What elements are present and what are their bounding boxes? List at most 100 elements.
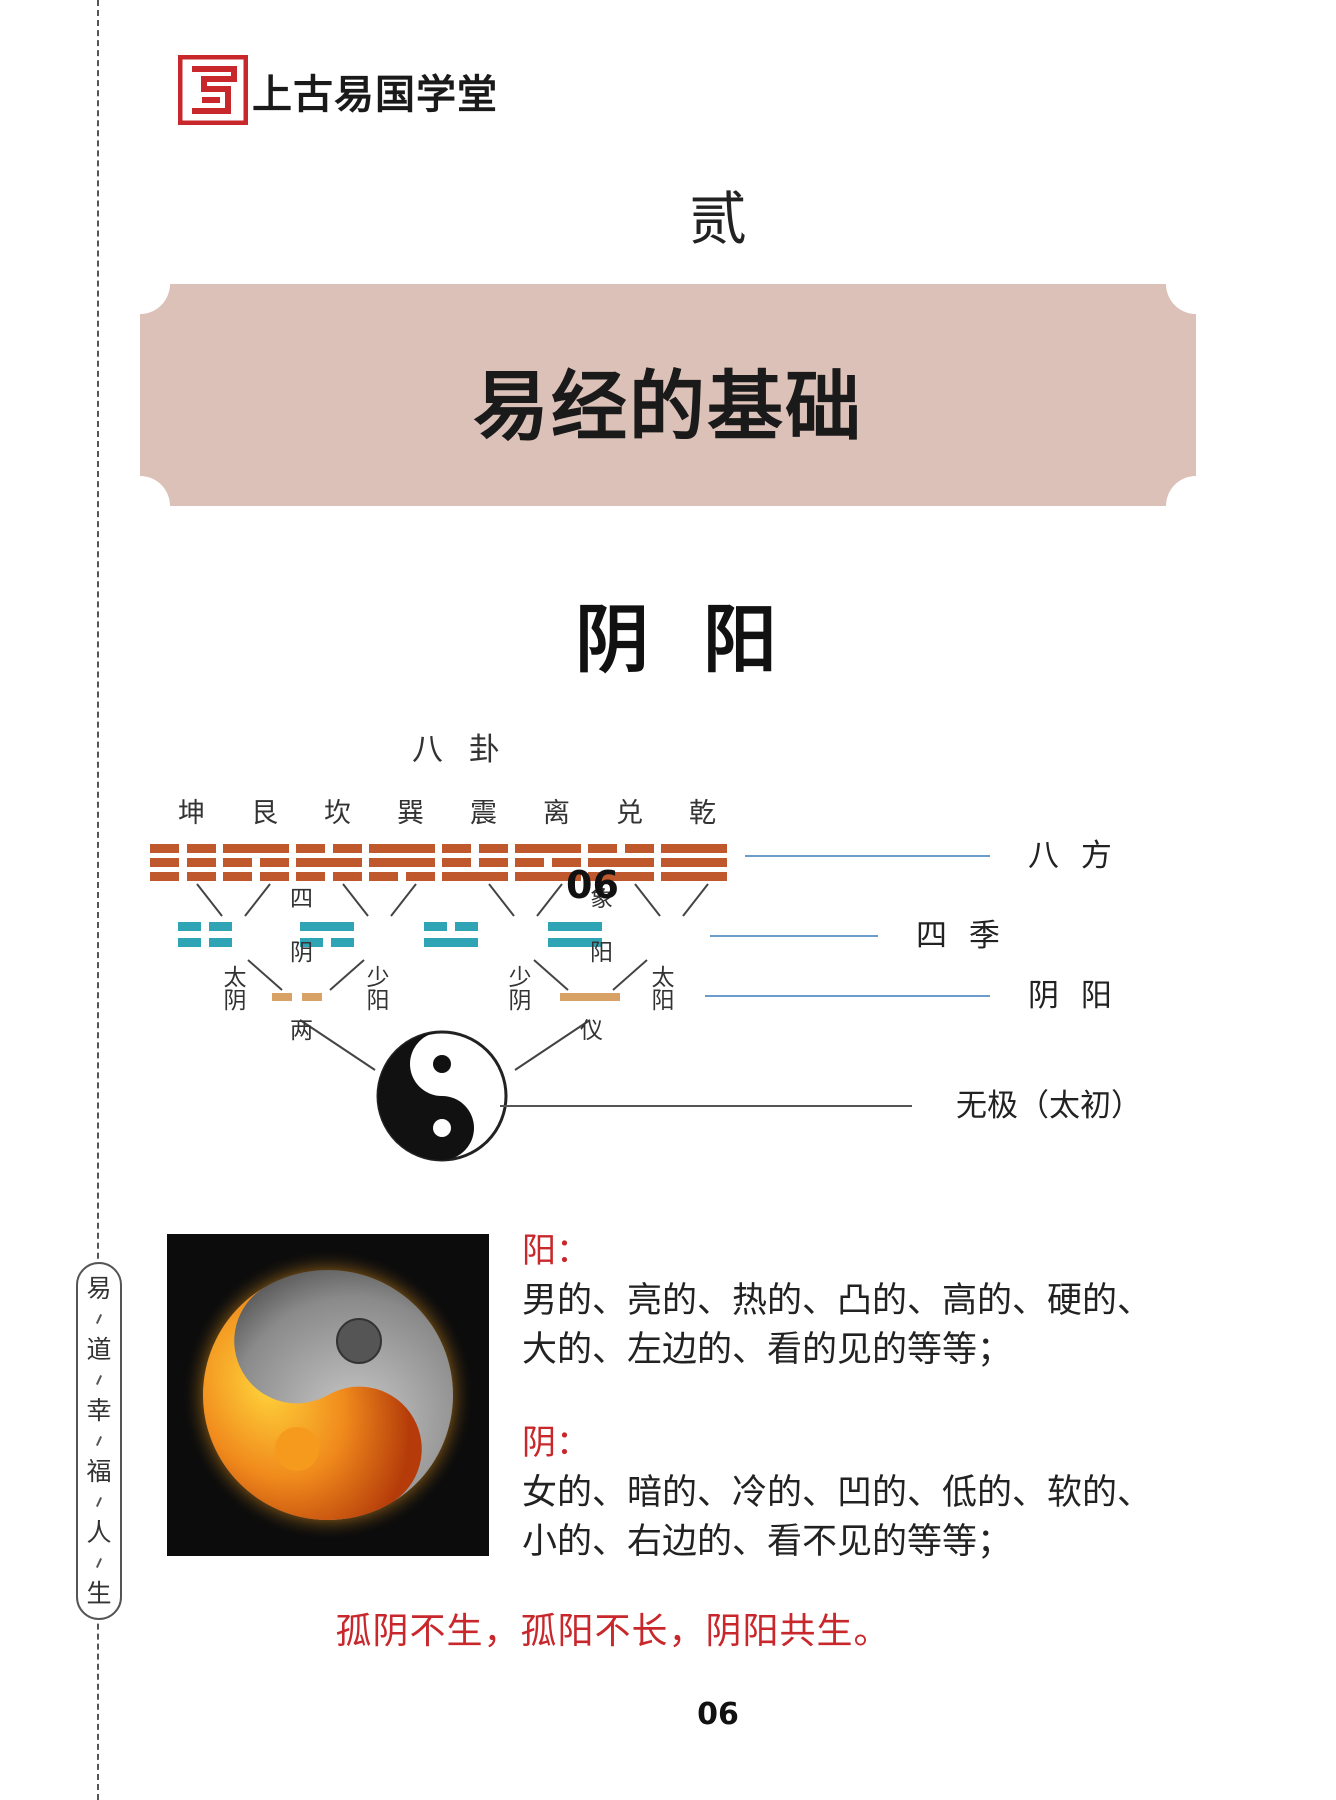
shao-yin-label: 少阴 [504,965,532,1011]
yin-line [406,872,435,881]
yin-line [209,938,232,947]
banner-title: 易经的基础 [473,362,863,451]
yin-text-line: 女的、暗的、冷的、凹的、低的、软的、 [522,1473,1153,1513]
side-tag-separator [95,1436,103,1446]
yang-line [661,858,727,867]
yang-line [442,872,508,881]
yin-line [455,922,478,931]
yin-line [209,922,232,931]
motto-text: 孤阴不生，孤阳不长，阴阳共生。 [335,1611,891,1652]
yin-line [150,872,179,881]
side-tag-separator [95,1557,103,1568]
side-tag-separator [95,1496,103,1507]
yang-heading: 阳： [522,1231,590,1271]
shao-yang-label: 少阳 [362,965,390,1011]
title-banner [140,284,1196,506]
yang-line [300,922,354,931]
yin-line [625,844,654,853]
yin-line [442,844,471,853]
tai-yang-label: 太阳 [647,965,675,1011]
trigram-name: 坎 [324,798,351,829]
diagram-top-label: 八 卦 [412,732,508,768]
trigram-name: 离 [543,798,570,829]
trigram-name: 艮 [251,798,278,829]
yin-line [187,858,216,867]
liangyi-char: 两 [290,1018,313,1044]
yin-line [150,858,179,867]
yin-line [187,872,216,881]
yin-line [223,872,252,881]
trigram-name: 巽 [397,798,424,829]
trigram-names: 坤 艮 坎 巽 震 离 兑 乾 [178,798,716,829]
binding-dashed-line [97,0,99,1800]
section-title: 阴 阳 [575,597,791,683]
side-tag-char: 易 [86,1274,112,1304]
side-tag-char: 人 [86,1517,112,1547]
sixiang-char: 象 [590,886,613,912]
yin-line [333,844,362,853]
yinyang-moon-image [167,1234,489,1556]
yin-line [150,844,179,853]
right-label: 八 方 [1028,838,1118,874]
sixiang-symbols [178,922,602,947]
tai-yin-label: 太阴 [219,965,247,1011]
yang-line [296,858,362,867]
yang-line [588,872,654,881]
yang-line [515,844,581,853]
sixiang-char: 四 [290,886,313,912]
yang-line [369,858,435,867]
right-label: 四 季 [916,918,1006,954]
diagram-overlay-number: 06 [566,863,619,907]
yang-line [548,922,602,931]
trigram-symbols [150,844,727,881]
side-tag-separator [95,1314,103,1325]
yang-line [661,872,727,881]
trigram-name: 乾 [689,798,716,829]
yin-line [479,844,508,853]
yin-line [296,844,325,853]
taiji-icon [376,1030,508,1162]
yin-line [296,872,325,881]
yang-line [515,872,581,881]
yin-line [178,938,201,947]
yin-line [515,858,544,867]
side-tag: 易 道 幸 福 人 生 [76,1262,122,1620]
yin-line [260,858,289,867]
yin-line [178,922,201,931]
yang-line [661,844,727,853]
logo-seal-icon [178,55,248,125]
side-tag-char: 道 [86,1335,112,1365]
right-label: 无极（太初） [956,1088,1142,1124]
right-label: 阴 阳 [1028,978,1118,1014]
branch-lines [196,883,709,1071]
liangyi-symbols [272,993,620,1001]
yin-line [479,858,508,867]
yang-line [369,844,435,853]
yin-line [300,938,323,947]
yin-heading: 阴： [522,1423,590,1463]
trigram-name: 震 [470,798,497,829]
side-tag-char: 福 [86,1456,112,1486]
yin-line [424,922,447,931]
yin-char: 阴 [290,940,313,966]
brand-name: 上古易国学堂 [252,72,498,118]
yin-line [260,872,289,881]
trigram-name: 兑 [616,798,643,829]
side-tag-char: 幸 [86,1396,112,1426]
side-tag-separator [95,1375,103,1386]
chapter-number: 贰 [688,185,747,253]
trigram-name: 坤 [178,798,205,829]
yin-line [588,844,617,853]
yang-line [223,844,289,853]
side-tag-char: 生 [86,1578,112,1608]
liangyi-char: 仪 [580,1018,603,1044]
yin-line [552,858,581,867]
yang-text-line: 男的、亮的、热的、凸的、高的、硬的、 [522,1281,1153,1321]
yin-text-line: 小的、右边的、看不见的等等； [522,1522,1013,1562]
yang-line [588,858,654,867]
yang-line [424,938,478,947]
motto: 孤阴不生，孤阳不长，阴阳共生。 [0,1602,1336,1654]
guide-lines [705,855,990,997]
page-number: 06 [697,1697,739,1732]
yang-char: 阳 [590,940,613,966]
